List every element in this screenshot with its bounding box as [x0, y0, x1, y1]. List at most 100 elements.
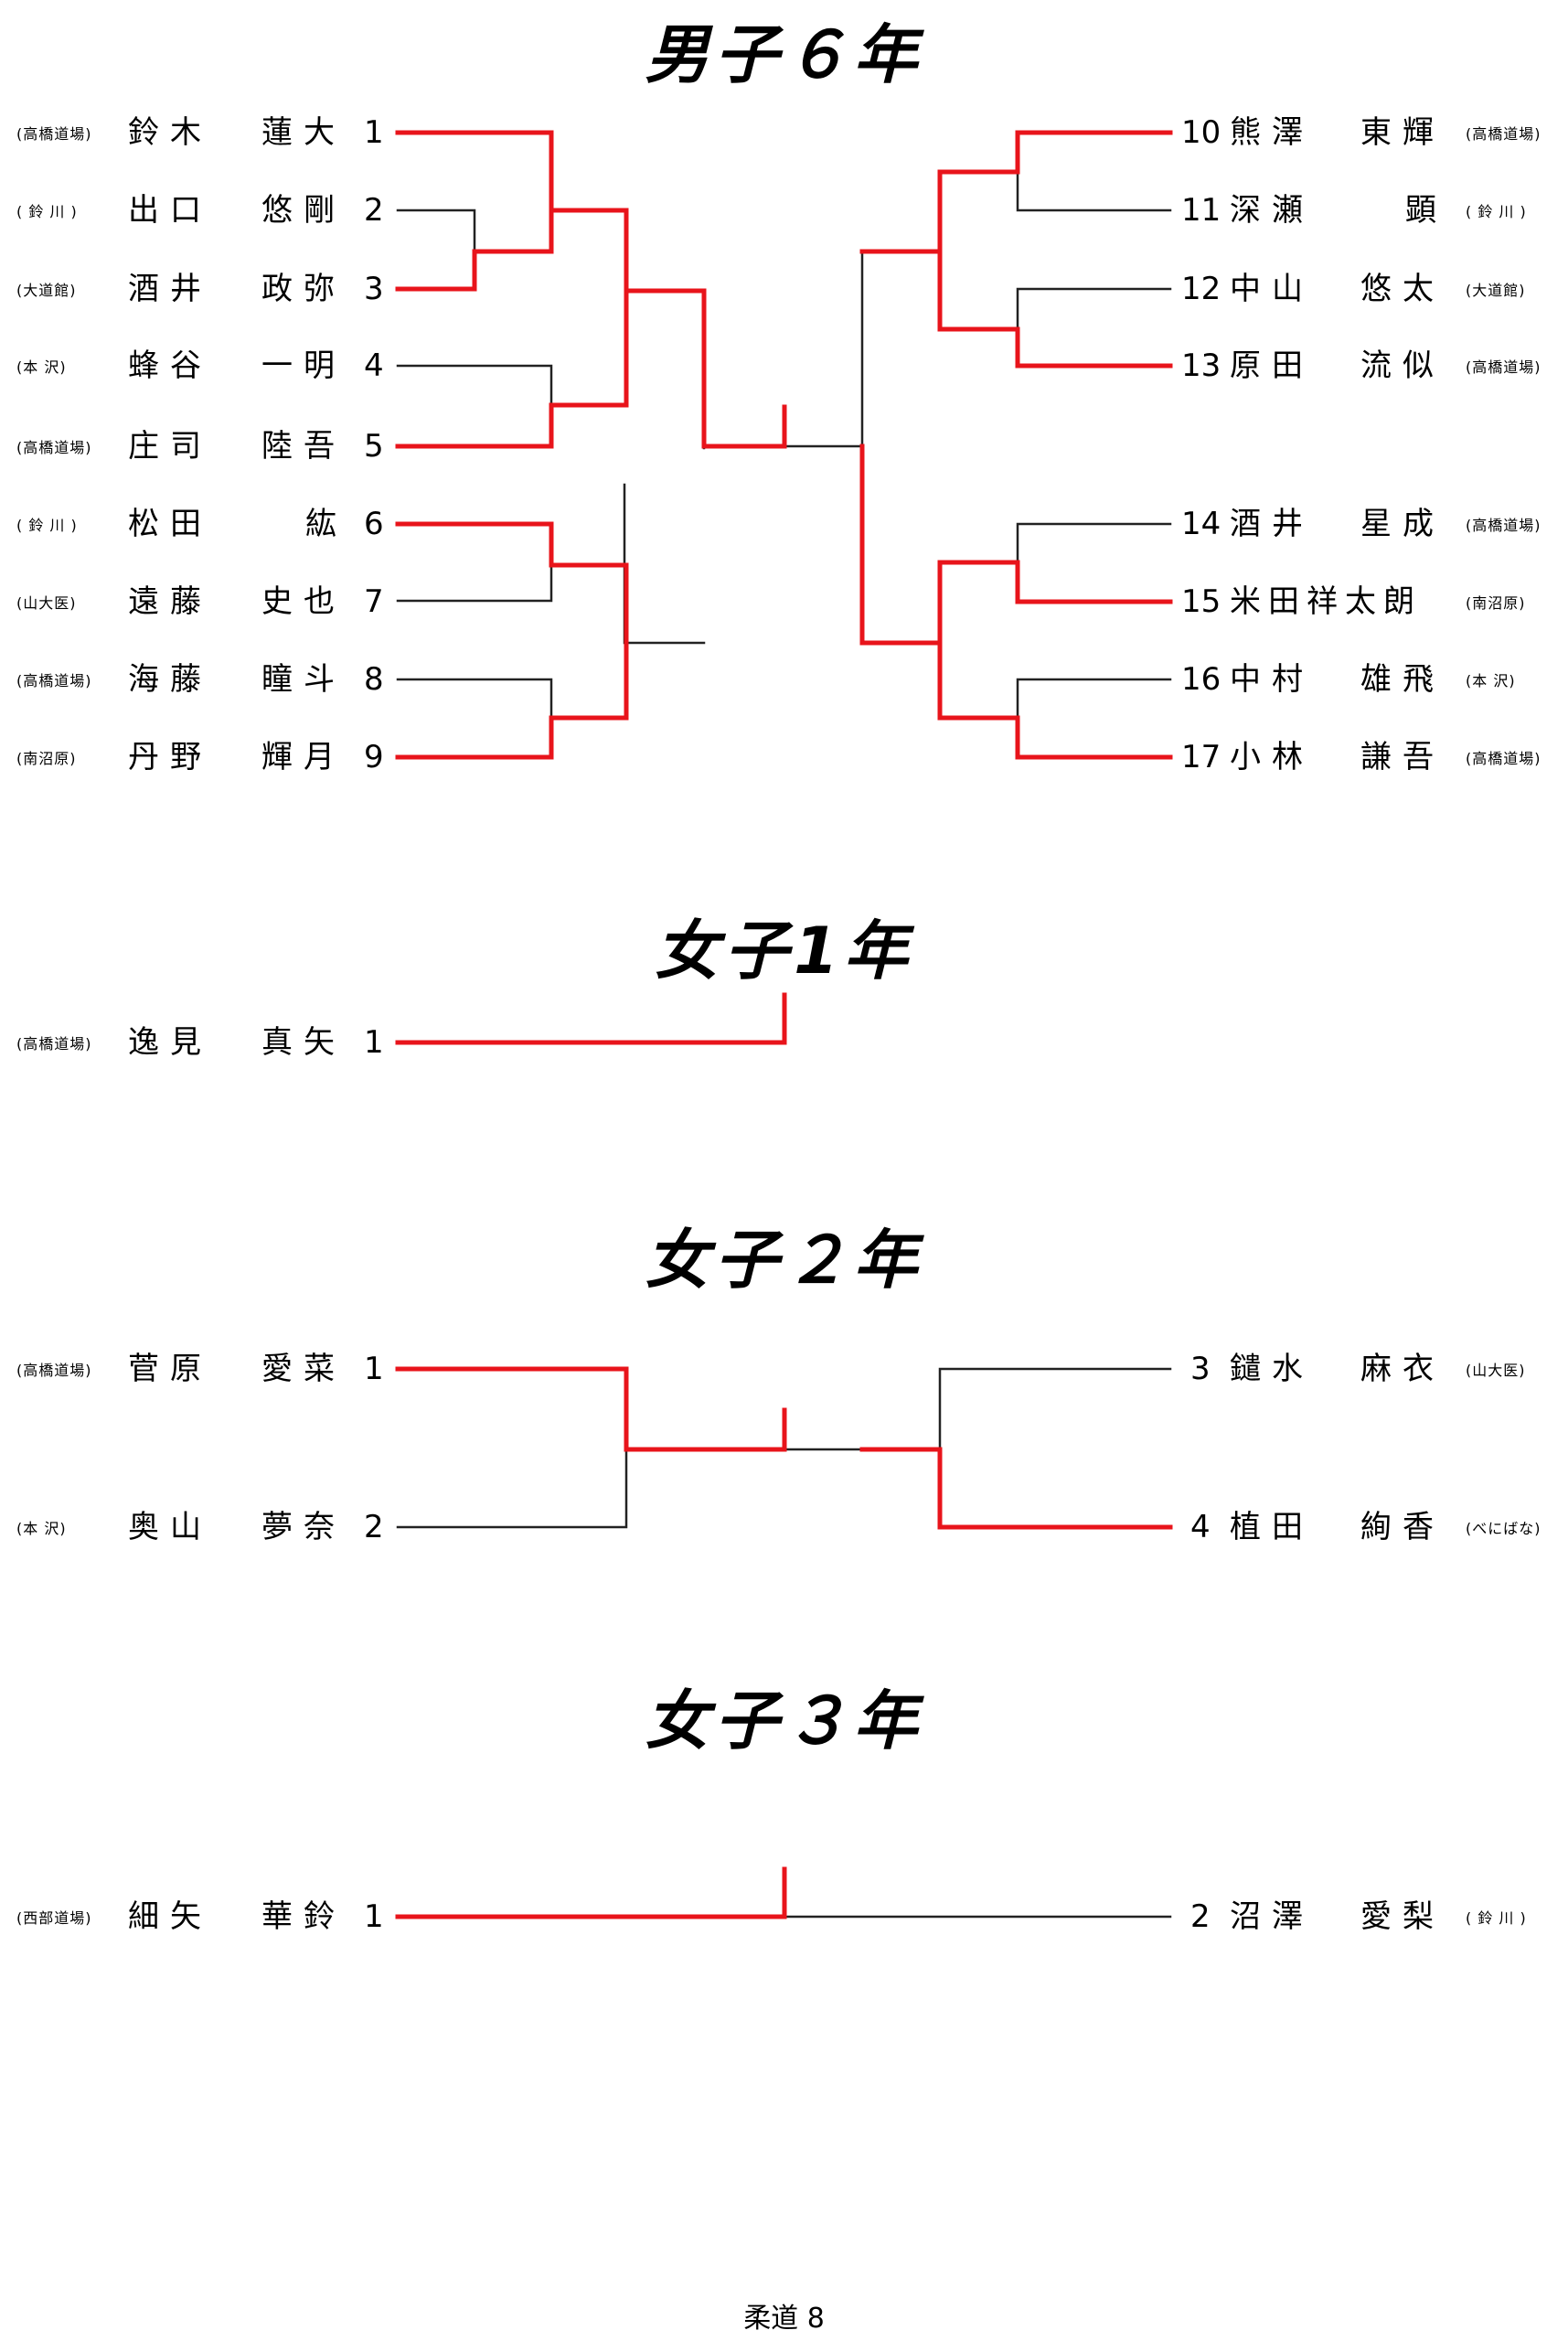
given-name: 星成	[1360, 506, 1445, 542]
club-label: ( 鈴 川 )	[1466, 203, 1527, 220]
given-name: 瞳斗	[261, 661, 346, 698]
seed-number: 1	[364, 1024, 384, 1061]
given-name: 東輝	[1360, 114, 1445, 151]
club-label: (高橋道場)	[16, 1035, 92, 1053]
seed-number: 1	[364, 114, 384, 151]
club-label: ( 鈴 川 )	[1466, 1909, 1527, 1927]
given-name: 雄飛	[1360, 661, 1445, 698]
family-name: 海藤	[128, 661, 212, 698]
seed-number: 3	[364, 271, 384, 307]
bracket-f1-winners	[395, 992, 787, 1045]
club-label: (高橋道場)	[16, 439, 92, 456]
family-name: 出口	[128, 192, 212, 229]
family-name: 丹野	[128, 739, 212, 775]
family-name: 鈴木	[128, 114, 212, 151]
given-name: 真矢	[261, 1024, 346, 1061]
club-label: (本 沢)	[16, 358, 67, 376]
seed-number: 11	[1181, 192, 1221, 229]
given-name: 夢奈	[261, 1509, 346, 1545]
club-label: (大道館)	[1466, 282, 1526, 299]
seed-number: 2	[1190, 1898, 1211, 1935]
family-name: 逸見	[128, 1024, 212, 1061]
given-name: 謙吾	[1360, 739, 1445, 775]
given-name: 絢香	[1360, 1509, 1445, 1545]
family-name: 蜂谷	[128, 347, 212, 384]
family-name: 植田	[1230, 1509, 1314, 1545]
family-name: 菅原	[128, 1351, 212, 1387]
full-name: 米田祥太朗	[1230, 583, 1422, 620]
club-label: (本 沢)	[16, 1520, 67, 1537]
page-footer: 柔道 8	[743, 2303, 825, 2335]
seed-number: 4	[364, 347, 384, 384]
given-name: 流似	[1360, 347, 1445, 384]
given-name: 顕	[1405, 192, 1447, 229]
family-name: 中村	[1230, 661, 1314, 698]
seed-number: 8	[364, 661, 384, 698]
seed-number: 2	[364, 1509, 384, 1545]
seed-number: 1	[364, 1898, 384, 1935]
club-label: ( 鈴 川 )	[16, 203, 78, 220]
seed-number: 10	[1181, 114, 1221, 151]
club-label: (南沼原)	[1466, 594, 1526, 612]
club-label: (山大医)	[16, 594, 77, 612]
given-name: 陸吾	[261, 428, 346, 465]
family-name: 松田	[128, 506, 212, 542]
seed-number: 13	[1181, 347, 1221, 384]
seed-number: 5	[364, 428, 384, 465]
given-name: 政弥	[261, 271, 346, 307]
club-label: (山大医)	[1466, 1362, 1526, 1379]
club-label: (高橋道場)	[16, 125, 92, 143]
family-name: 沼澤	[1230, 1898, 1314, 1935]
seed-number: 2	[364, 192, 384, 229]
club-label: (本 沢)	[1466, 672, 1516, 689]
club-label: (南沼原)	[16, 750, 77, 767]
bracket-f2-lines	[396, 1367, 1172, 1529]
club-label: ( 鈴 川 )	[16, 517, 78, 534]
club-label: (高橋道場)	[16, 1362, 92, 1379]
given-name: 麻衣	[1360, 1351, 1445, 1387]
family-name: 酒井	[1230, 506, 1314, 542]
section-title-m6: 男子６年	[645, 17, 923, 92]
seed-number: 7	[364, 583, 384, 620]
given-name: 一明	[261, 347, 346, 384]
family-name: 酒井	[128, 271, 212, 307]
club-label: (高橋道場)	[1466, 125, 1541, 143]
given-name: 史也	[261, 583, 346, 620]
family-name: 原田	[1230, 347, 1314, 384]
family-name: 鑓水	[1230, 1351, 1314, 1387]
given-name: 蓮大	[261, 114, 346, 151]
bracket-f3-winners	[395, 1866, 787, 1919]
seed-number: 9	[364, 739, 384, 775]
family-name: 細矢	[128, 1898, 212, 1935]
family-name: 小林	[1230, 739, 1314, 775]
given-name: 輝月	[261, 739, 346, 775]
section-title-f3: 女子３年	[645, 1684, 923, 1758]
seed-number: 6	[364, 506, 384, 542]
club-label: (高橋道場)	[1466, 517, 1541, 534]
bracket-m6-winners	[395, 130, 1173, 760]
seed-number: 12	[1181, 271, 1221, 307]
club-label: (高橋道場)	[1466, 750, 1541, 767]
section-title-f2: 女子２年	[645, 1223, 923, 1298]
seed-number: 16	[1181, 661, 1221, 698]
family-name: 熊澤	[1230, 114, 1314, 151]
club-label: (西部道場)	[16, 1909, 92, 1927]
family-name: 庄司	[128, 428, 212, 465]
seed-number: 17	[1181, 739, 1221, 775]
given-name: 悠太	[1360, 271, 1445, 307]
club-label: (大道館)	[16, 282, 77, 299]
seed-number: 1	[364, 1351, 384, 1387]
club-label: (高橋道場)	[16, 672, 92, 689]
given-name: 愛菜	[261, 1351, 346, 1387]
given-name: 愛梨	[1360, 1898, 1445, 1935]
seed-number: 4	[1190, 1509, 1211, 1545]
club-label: (べにばな)	[1466, 1520, 1541, 1537]
family-name: 中山	[1230, 271, 1314, 307]
given-name: 華鈴	[261, 1898, 346, 1935]
family-name: 遠藤	[128, 583, 212, 620]
family-name: 深瀬	[1230, 192, 1314, 229]
given-name: 悠剛	[261, 192, 346, 229]
club-label: (高橋道場)	[1466, 358, 1541, 376]
seed-number: 14	[1181, 506, 1221, 542]
